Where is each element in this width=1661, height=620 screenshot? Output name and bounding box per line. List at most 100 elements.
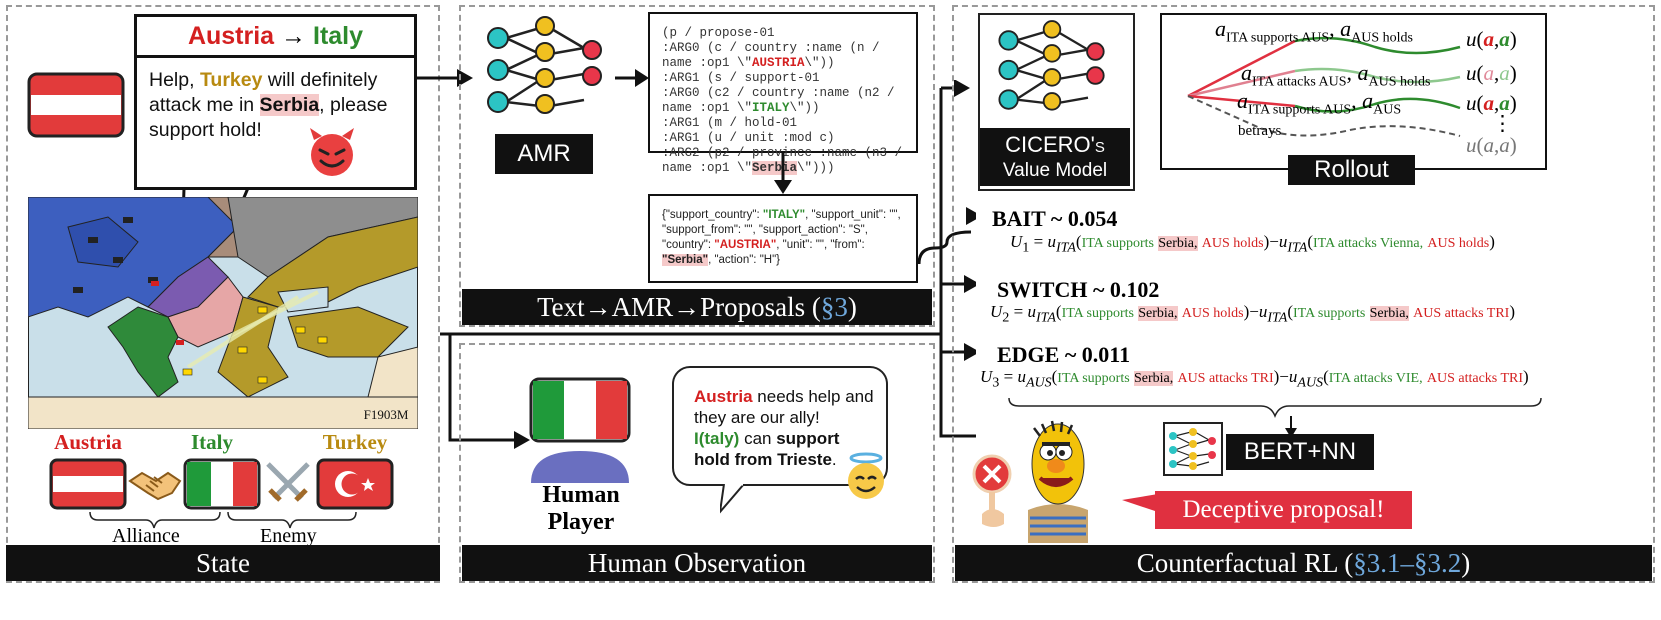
enemy-label: Enemy bbox=[260, 525, 317, 547]
devil-emoji-icon bbox=[310, 128, 354, 176]
rollout-tree bbox=[1187, 36, 1461, 137]
header-to: Italy bbox=[313, 22, 364, 50]
equation-1: U1 = uITA(ITA supports Serbia, AUS holds… bbox=[1010, 232, 1495, 256]
amr-code-line: :ARG1 (u / unit :mod c) bbox=[662, 131, 835, 145]
rollout-box bbox=[1160, 13, 1547, 170]
msg-serbia: Serbia bbox=[259, 94, 320, 116]
amr-code-line: name :op1 \"Serbia\"))) bbox=[662, 161, 835, 175]
rollout-2-a1: ITA attacks AUS bbox=[1252, 74, 1347, 90]
proposal-json: {"support_country": "ITALY", "support_un… bbox=[662, 209, 901, 266]
human-player-label: Human Player bbox=[542, 482, 620, 535]
value-model-label: CICERO's Value Model bbox=[980, 128, 1130, 186]
rollout-1-a2: AUS holds bbox=[1351, 30, 1413, 46]
value-model-title: CICERO's bbox=[1005, 132, 1105, 157]
rollout-3-a2: AUS bbox=[1373, 102, 1402, 118]
rollout-line-3: aITA supports AUS, aAUS bbox=[1237, 88, 1402, 118]
rollout-line-2: aITA attacks AUS, aAUS holds bbox=[1241, 60, 1431, 90]
cf-bar-ref: §3.1–§3.2 bbox=[1353, 548, 1462, 578]
human-bar: Human Observation bbox=[462, 545, 932, 581]
utility-1: u(a,a) bbox=[1466, 27, 1517, 51]
human-player-icon bbox=[529, 377, 631, 483]
msg-pre: Help, bbox=[149, 69, 200, 91]
flow-connectors bbox=[440, 80, 976, 449]
label-turkey: Turkey bbox=[322, 430, 388, 454]
value-model-network-icon bbox=[998, 20, 1105, 111]
proposal-json-box: {"support_country": "ITALY", "support_un… bbox=[648, 194, 918, 283]
crossed-swords-icon bbox=[266, 462, 310, 502]
angel-emoji-icon bbox=[848, 452, 884, 499]
amr-code-box: (p / propose-01:ARG0 (c / country :name … bbox=[648, 12, 918, 175]
state-panel bbox=[6, 5, 440, 583]
arrow-to-amr bbox=[417, 69, 473, 87]
rollout-2-a2: AUS holds bbox=[1368, 74, 1431, 90]
utility-dots: ⋮ bbox=[1492, 111, 1513, 135]
amr-bar: Text→AMR→Proposals (§3) bbox=[462, 289, 932, 325]
deceptive-tail bbox=[1122, 494, 1158, 512]
amr-label: AMR bbox=[495, 134, 593, 174]
label-italy: Italy bbox=[191, 430, 233, 454]
rollout-label: Rollout bbox=[1288, 155, 1415, 185]
bubble-end: . bbox=[831, 450, 837, 469]
amr-code-line: :ARG1 (m / hold-01 bbox=[662, 116, 798, 130]
amr-bar-ref: §3 bbox=[820, 292, 848, 322]
speech-message: Help, Turkey will definitely attack me i… bbox=[137, 58, 414, 143]
rollout-3-a1: ITA supports AUS bbox=[1248, 102, 1352, 118]
arrow-to-bert bbox=[1285, 416, 1297, 438]
diplomacy-map: F1903M bbox=[28, 197, 418, 429]
amr-code-line: (p / propose-01 bbox=[662, 26, 775, 40]
value-model-subtitle: Value Model bbox=[1002, 160, 1108, 181]
bubble-bold: support hold from Trieste bbox=[694, 429, 840, 469]
label-austria: Austria bbox=[54, 430, 122, 454]
utility-3: u(a,a) bbox=[1466, 91, 1517, 115]
alliance-enemy-brackets bbox=[89, 511, 357, 529]
value-model-box bbox=[978, 13, 1135, 191]
italy-flag-icon bbox=[183, 458, 261, 510]
speech-bubble: Austria → Italy Help, Turkey will defini… bbox=[134, 14, 417, 190]
strategy-bait: BAIT ~ 0.054 bbox=[992, 206, 1118, 231]
bubble-italy: I(taly) bbox=[694, 429, 740, 448]
msg-turkey: Turkey bbox=[199, 69, 263, 91]
bubble-line1: needs help and they are our ally! bbox=[694, 387, 874, 427]
speech-header: Austria → Italy bbox=[137, 17, 414, 58]
msg-mid: will definitely attack me in bbox=[149, 69, 378, 116]
header-arrow: → bbox=[281, 22, 307, 50]
amr-code-line: :ARG1 (s / support-01 bbox=[662, 71, 820, 85]
neural-network-icon bbox=[487, 16, 602, 114]
human-panel bbox=[459, 343, 935, 583]
human-bubble: Austria needs help and they are our ally… bbox=[672, 366, 888, 486]
amr-code-line: name :op1 \"ITALY\")) bbox=[662, 101, 820, 115]
utility-outputs: u(a,a) u(a,a) u(a,a) ⋮ u(a,a) bbox=[1466, 26, 1517, 158]
alliance-label: Alliance bbox=[112, 525, 180, 547]
amr-code-line: :ARG0 (c / country :name (n / bbox=[662, 41, 880, 55]
amr-panel bbox=[459, 5, 935, 327]
equation-3: U3 = uAUS(ITA supports Serbia, AUS attac… bbox=[980, 367, 1529, 391]
arrow-to-code bbox=[615, 69, 649, 87]
state-bar: State bbox=[6, 545, 440, 581]
strategy-edge: EDGE ~ 0.011 bbox=[997, 342, 1131, 367]
bubble-austria: Austria bbox=[694, 387, 753, 406]
amr-bar-close: ) bbox=[847, 292, 857, 322]
amr-code-line: :ARG2 (p2 / province :name (n3 / bbox=[662, 146, 903, 160]
rollout-betrays: betrays bbox=[1238, 123, 1282, 139]
strategies-brace bbox=[1008, 397, 1542, 419]
arrow-to-json bbox=[774, 152, 792, 194]
amr-bar-label: Text→AMR→Proposals ( bbox=[537, 292, 821, 322]
rollout-line-1: aITA supports AUS, aAUS holds bbox=[1215, 16, 1413, 46]
amr-code-line: name :op1 \"AUSTRIA\")) bbox=[662, 56, 835, 70]
map-caption: F1903M bbox=[364, 407, 409, 422]
bert-puppet-icon bbox=[972, 420, 1088, 543]
amr-code-line: :ARG0 (c2 / country :name (n2 / bbox=[662, 86, 895, 100]
utility-n: u(a,a) bbox=[1466, 133, 1517, 157]
rollout-1-a1: ITA supports AUS bbox=[1226, 30, 1330, 46]
cf-bar-close: ) bbox=[1461, 548, 1471, 578]
bert-nn-label: BERT+NN bbox=[1226, 434, 1374, 470]
bubble-tail bbox=[720, 484, 745, 514]
bert-network-icon bbox=[1163, 422, 1223, 476]
deceptive-proposal-label: Deceptive proposal! bbox=[1155, 491, 1412, 529]
utility-2: u(a,a) bbox=[1466, 61, 1517, 85]
counterfactual-panel bbox=[952, 5, 1655, 583]
counterfactual-bar: Counterfactual RL (§3.1–§3.2) bbox=[955, 545, 1652, 581]
equation-2: U2 = uITA(ITA supports Serbia, AUS holds… bbox=[990, 302, 1516, 326]
amr-code: (p / propose-01:ARG0 (c / country :name … bbox=[662, 26, 916, 176]
austria-flag-icon bbox=[27, 72, 125, 138]
